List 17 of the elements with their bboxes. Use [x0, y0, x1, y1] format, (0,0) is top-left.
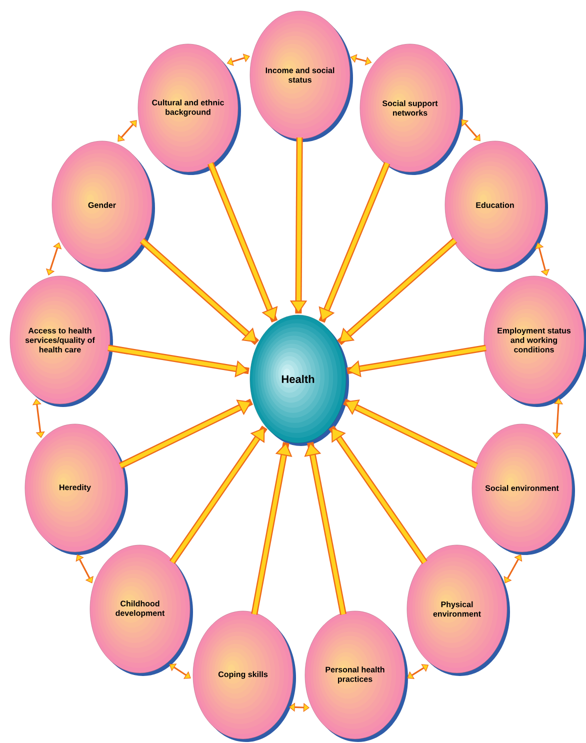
arrow [328, 425, 428, 564]
double-arrow [461, 119, 480, 142]
arrow [343, 398, 478, 469]
double-arrow [32, 398, 45, 438]
double-arrow [76, 554, 94, 584]
double-arrow [504, 554, 522, 584]
double-arrow [118, 120, 137, 142]
arrow [318, 162, 390, 323]
arrow [108, 344, 250, 378]
arrow [170, 426, 268, 564]
arrow [346, 344, 486, 378]
arrow [304, 442, 347, 615]
arrow [207, 162, 278, 323]
arrow [337, 238, 458, 346]
arrow [118, 398, 254, 469]
double-arrow [169, 664, 191, 679]
arrow [140, 238, 260, 345]
